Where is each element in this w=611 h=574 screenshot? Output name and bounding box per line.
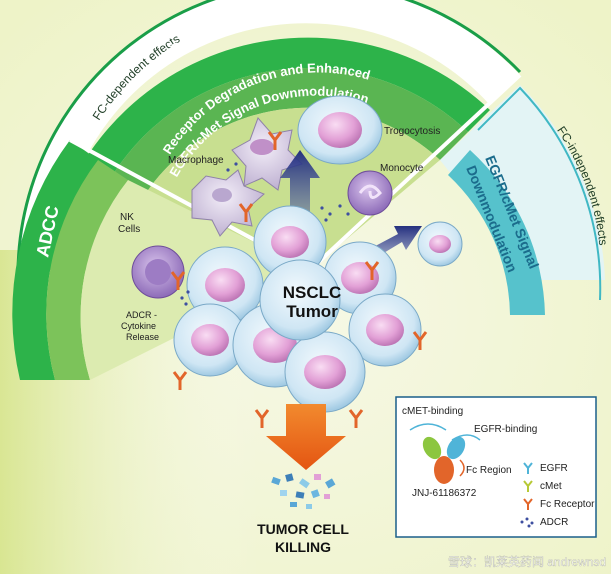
egfr-y-icon [523,462,533,474]
legend-item-egfr: EGFR [540,463,568,474]
legend-egfr-binding: EGFR-binding [474,424,537,435]
receptor-band [78,68,468,270]
tumor-label-2: Tumor [286,302,338,321]
nk-label-1: NK [120,212,134,223]
killing-label-2: KILLING [275,539,331,555]
legend-cmet-bracket [409,423,447,431]
macrophage-label: Macrophage [168,155,224,166]
adcr-label-2: Cytokine [121,321,156,331]
tumor-cell [284,331,366,413]
fc-receptor-icon [523,498,533,510]
legend-fc-bracket [459,459,465,477]
tumor-label-1: NSCLC [283,283,342,302]
legend-item-cmet: cMet [540,481,562,492]
watermark: 雪球：凯莱英药闻 andrewnsd [448,555,606,569]
trogocytosis-label: Trogocytosis [384,126,440,137]
trogocytosis-nucleus [318,112,362,148]
egfr-band [448,150,545,315]
adcc-band [12,140,98,380]
fc-dependent-band [18,0,520,270]
legend-drug-name: JNJ-61186372 [412,488,477,499]
macrophage-nucleus [212,188,232,202]
adcr-label-1: ADCR - [126,310,157,320]
egfr-panel [440,85,605,280]
tumor-cell [173,303,247,377]
arrow-down [266,404,346,470]
adcr-dots-icon [520,517,534,528]
legend-item-fc-receptor: Fc Receptor [540,499,595,510]
fc-independent-arc [477,86,602,301]
tumor-cell [348,293,422,367]
legend-fc-region: Fc Region [466,465,512,476]
adcr-label-3: Release [126,332,159,342]
adcr-dots [180,162,350,306]
adcc-inner-band [46,160,128,380]
antibody-legend-icon [422,436,466,484]
monocyte-label: Monocyte [380,163,424,174]
adcp-band [45,37,490,271]
macrophage-nucleus-top [250,139,274,155]
legend-box: cMET-binding EGFR-binding Fc Region JNJ-… [395,396,597,538]
tumor-cluster [173,205,422,413]
divider-right [308,73,522,272]
antibody-icons [170,131,428,428]
cell-debris [271,473,336,509]
legend-cmet-binding: cMET-binding [402,406,463,417]
nk-nucleus [145,259,171,285]
legend-item-adcr: ADCR [540,517,568,528]
nk-label-2: Cells [118,224,140,235]
tumor-cell [253,205,327,279]
tumor-cell [259,259,341,341]
internalized-nucleus [429,235,451,253]
fc-dependent-arc [16,0,522,271]
cmet-y-icon [523,480,533,492]
killing-label-1: TUMOR CELL [257,521,349,537]
monocyte-nucleus [358,184,382,199]
